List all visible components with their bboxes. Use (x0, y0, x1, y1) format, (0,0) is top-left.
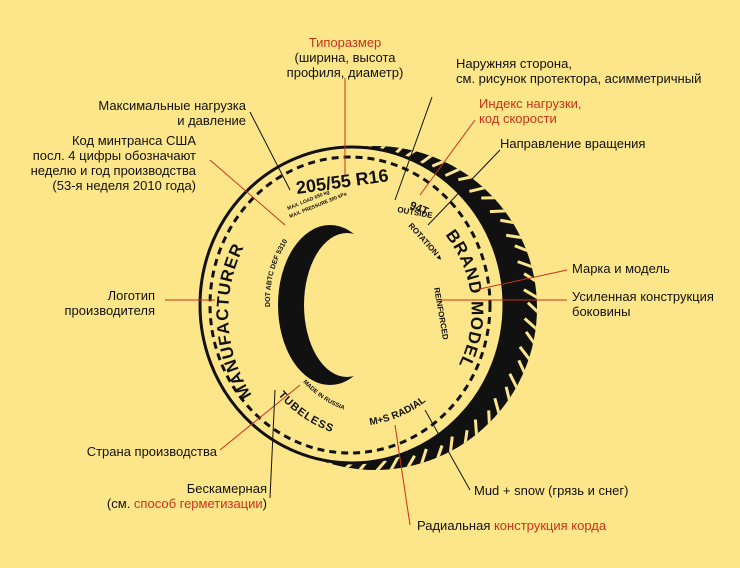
rim-crescent (278, 225, 390, 385)
tread-groove (517, 359, 526, 374)
leader-lines (165, 78, 568, 526)
tread-groove (458, 175, 473, 182)
label-load-index-2: код скорости (479, 111, 557, 126)
tread-groove (431, 159, 446, 168)
label-max-load-1: Максимальные нагрузка (98, 98, 246, 113)
label-dot-4: (53-я неделя 2010 года) (52, 178, 196, 193)
tread-groove (406, 455, 416, 469)
tread-groove (517, 260, 534, 269)
tread-groove (518, 345, 531, 361)
tread-groove (514, 244, 529, 253)
tread-groove (526, 301, 537, 314)
tread-groove (524, 331, 536, 344)
tread-groove (493, 397, 501, 415)
label-size-title: Типоразмер (309, 35, 382, 50)
tread-groove (389, 455, 400, 470)
tread-groove (473, 419, 479, 436)
label-country: Страна производства (87, 444, 218, 459)
label-logo-2: производителя (64, 303, 155, 318)
label-size-desc-2: профиля, диаметр) (287, 65, 404, 80)
tread-groove (505, 233, 523, 240)
label-rotation: Направление вращения (500, 136, 645, 151)
sidewall-dashed-edge (208, 155, 492, 455)
label-outside-2: см. рисунок протектора, асимметричный (456, 71, 701, 86)
tread-groove (504, 386, 511, 401)
label-radial: Радиальная конструкция корда (417, 518, 607, 533)
label-max-load-2: и давление (177, 113, 246, 128)
label-size-desc-1: (ширина, высота (294, 50, 396, 65)
label-reinforced-1: Усиленная конструкция (572, 289, 714, 304)
tread-groove (487, 410, 491, 425)
annotation-labels: Типоразмер (ширина, высота профиля, диам… (31, 35, 714, 533)
tread-groove (500, 218, 515, 225)
tread-groove (420, 448, 428, 465)
tread-groove (523, 272, 537, 283)
tread-groove (523, 317, 537, 331)
label-tubeless-2: (см. способ герметизации) (107, 496, 267, 511)
label-dot-3: неделю и год производства (31, 163, 197, 178)
label-brand-model: Марка и модель (572, 261, 670, 276)
tread-groove (463, 429, 469, 445)
label-dot-2: посл. 4 цифры обозначают (33, 148, 196, 163)
label-tubeless-1: Бескамерная (187, 481, 267, 496)
tread-groove (523, 288, 537, 300)
tread-groove (469, 186, 486, 193)
label-dot-1: Код минтранса США (72, 133, 196, 148)
label-outside-1: Наружняя сторона, (456, 56, 572, 71)
tread-groove (444, 167, 461, 177)
tread-groove (508, 373, 519, 389)
label-logo-1: Логотип (108, 288, 155, 303)
label-load-index-1: Индекс нагрузки, (479, 96, 582, 111)
tread-groove (436, 445, 444, 460)
label-reinforced-2: боковины (572, 304, 630, 319)
tread-groove (375, 459, 387, 470)
tread-groove (448, 436, 454, 453)
tread-groove (489, 209, 506, 214)
label-mud-snow: Mud + snow (грязь и снег) (474, 483, 628, 498)
